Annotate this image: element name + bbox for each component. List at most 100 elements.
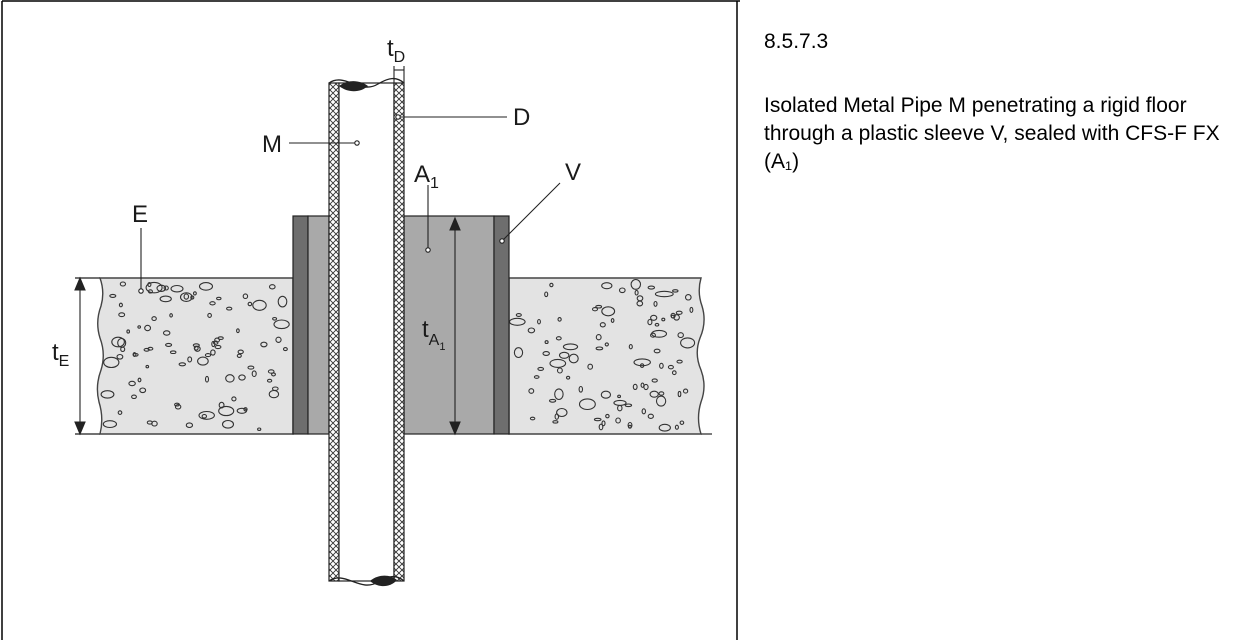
aggregate-stone [568,353,579,364]
aggregate-stone [527,327,536,334]
aggregate-stone [236,328,240,334]
aggregate-stone [187,356,193,363]
label-D: D [513,104,530,131]
aggregate-stone [549,282,554,288]
plastic-sleeve-right [493,215,510,435]
aggregate-stone [144,324,152,332]
aggregate-stone [689,306,694,313]
aggregate-stone [103,356,120,369]
aggregate-stone [595,304,603,309]
aggregate-stone [272,316,278,321]
aggregate-stone [636,300,644,307]
label-tA1: tA1 [422,316,445,353]
aggregate-stone [137,325,142,329]
aggregate-stone [266,378,273,383]
aggregate-stone [225,374,235,383]
aggregate-stone [674,424,679,430]
aggregate-stone [126,329,131,334]
aggregate-stone [624,403,633,408]
aggregate-stone [555,336,562,341]
aggregate-stone [165,342,173,347]
aggregate-stone [198,410,215,420]
aggregate-stone [145,364,150,369]
aggregate-stone [147,289,153,294]
aggregate-stone [578,398,596,411]
leader-V [501,182,561,242]
aggregate-stone [632,383,638,391]
aggregate-stone [613,399,627,406]
aggregate-stone [143,347,150,352]
aggregate-stone [680,337,696,349]
metal-pipe [328,77,405,587]
aggregate-stone [601,282,613,290]
aggregate-stone [675,310,683,315]
aggregate-stone [552,420,559,424]
aggregate-stone [618,287,626,294]
aggregate-stone [677,390,682,398]
aggregate-stone [185,422,194,429]
aggregate-stone [146,420,153,425]
aggregate-stone [676,359,683,364]
concrete-floor-right [508,277,705,435]
aggregate-stone [672,289,679,293]
aggregate-stone [271,372,276,377]
aggregate-stone [218,405,235,417]
aggregate-stone [647,413,654,419]
aggregate-stone [549,358,567,368]
aggregate-stone [273,319,290,330]
aggregate-stone [118,302,123,308]
aggregate-stone [677,332,684,339]
aggregate-stone [192,343,200,348]
aggregate-stone [243,407,248,412]
aggregate-stone [118,312,126,318]
caption-panel: 8.5.7.3 Isolated Metal Pipe M penetratin… [740,0,1250,640]
aggregate-stone [159,295,172,303]
aggregate-stone [647,285,656,290]
aggregate-stone [170,284,184,293]
aggregate-stone [209,301,216,306]
aggregate-stone [587,363,594,370]
label-E: E [132,201,148,228]
aggregate-stone [169,350,177,355]
aggregate-stone [650,314,658,321]
aggregate-stone [268,284,276,290]
aggregate-stone [197,356,209,366]
aggregate-stone [251,370,257,378]
leader-A1-dot [425,247,431,253]
aggregate-stone [601,306,616,317]
aggregate-stone [102,420,118,429]
aggregate-stone [658,391,665,396]
leader-E-dot [138,288,144,294]
aggregate-stone [548,398,557,403]
insulation-right [393,82,405,582]
aggregate-stone [100,390,115,399]
label-V: V [565,159,581,186]
pipe-penetration-diagram: tD D M A1 V E tA1 tE [1,0,740,640]
aggregate-stone [217,336,224,340]
aggregate-stone [647,318,653,326]
leader-V-dot [499,238,505,244]
aggregate-stone [242,293,249,300]
label-M: M [262,131,282,158]
aggregate-stone [267,369,275,374]
aggregate-stone [643,383,649,391]
aggregate-stone [558,351,570,359]
aggregate-stone [252,299,267,311]
aggregate-stone [544,291,549,298]
aggregate-stone [544,340,549,345]
aggregate-stone [651,378,658,383]
aggregate-stone [190,295,195,300]
aggregate-stone [131,394,137,400]
aggregate-stone [537,318,541,325]
aggregate-stone [600,390,612,399]
aggregate-stone [268,389,280,399]
aggregate-stone [120,346,126,353]
leader-M-dot [354,140,360,146]
aggregate-stone [617,394,622,399]
aggregate-stone [604,342,609,347]
aggregate-stone [212,340,219,345]
aggregate-stone [601,420,606,427]
aggregate-stone [231,396,237,402]
aggregate-stone [578,385,584,393]
